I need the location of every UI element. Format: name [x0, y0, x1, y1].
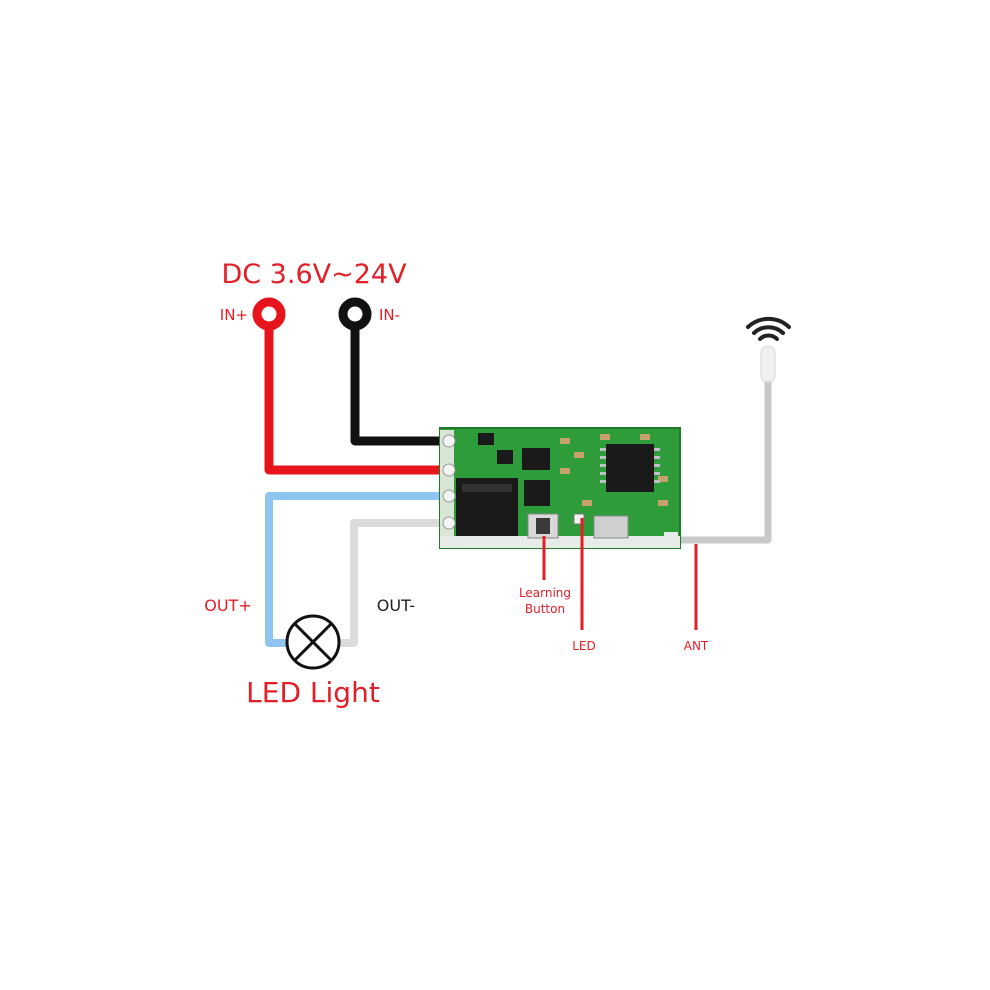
- smd-3: [560, 468, 570, 474]
- rf-receiver-module: [439, 427, 681, 549]
- terminal-in-minus: [338, 297, 372, 331]
- wire-in-minus: [350, 316, 448, 446]
- label-ant: ANT: [684, 639, 709, 653]
- label-led: LED: [572, 639, 596, 653]
- wire-out-minus: [338, 519, 448, 647]
- ic-pins: [600, 448, 660, 483]
- wire-antenna: [668, 372, 772, 544]
- lamp-icon: [285, 614, 341, 670]
- power-title: DC 3.6V~24V: [221, 259, 407, 290]
- smd-7: [658, 476, 668, 482]
- smd-8: [658, 500, 668, 506]
- learning-button-cap: [536, 518, 550, 534]
- smd-6: [640, 434, 650, 440]
- regulator-2: [524, 480, 550, 506]
- wire-in-plus: [264, 316, 448, 475]
- smd-4: [582, 500, 592, 506]
- crystal: [593, 515, 629, 539]
- mosfet-tab: [462, 484, 512, 492]
- label-out-minus: OUT-: [377, 596, 415, 615]
- smd-2: [574, 452, 584, 458]
- pad-2: [442, 463, 456, 477]
- antenna-tip: [760, 345, 776, 383]
- label-learning-line2: Button: [525, 602, 565, 616]
- label-led-light: LED Light: [246, 676, 380, 709]
- pad-4: [442, 516, 456, 530]
- smd-5: [600, 434, 610, 440]
- led-indicator: [573, 513, 585, 525]
- antenna-pad: [664, 532, 678, 544]
- label-in-plus: IN+: [220, 306, 248, 324]
- pad-3: [442, 489, 456, 503]
- terminal-in-plus: [252, 297, 286, 331]
- pad-1: [442, 434, 456, 448]
- label-learning-line1: Learning: [519, 586, 571, 600]
- label-out-plus: OUT+: [204, 596, 251, 615]
- transistor: [478, 433, 494, 445]
- smd-1: [560, 438, 570, 444]
- pcb-bottom-edge: [440, 536, 680, 548]
- ic-chip: [606, 444, 654, 492]
- wifi-signal-icon: [746, 316, 791, 341]
- transistor-2: [497, 450, 513, 464]
- label-in-minus: IN-: [379, 306, 400, 324]
- wire-out-plus: [265, 492, 448, 647]
- regulator: [522, 448, 550, 470]
